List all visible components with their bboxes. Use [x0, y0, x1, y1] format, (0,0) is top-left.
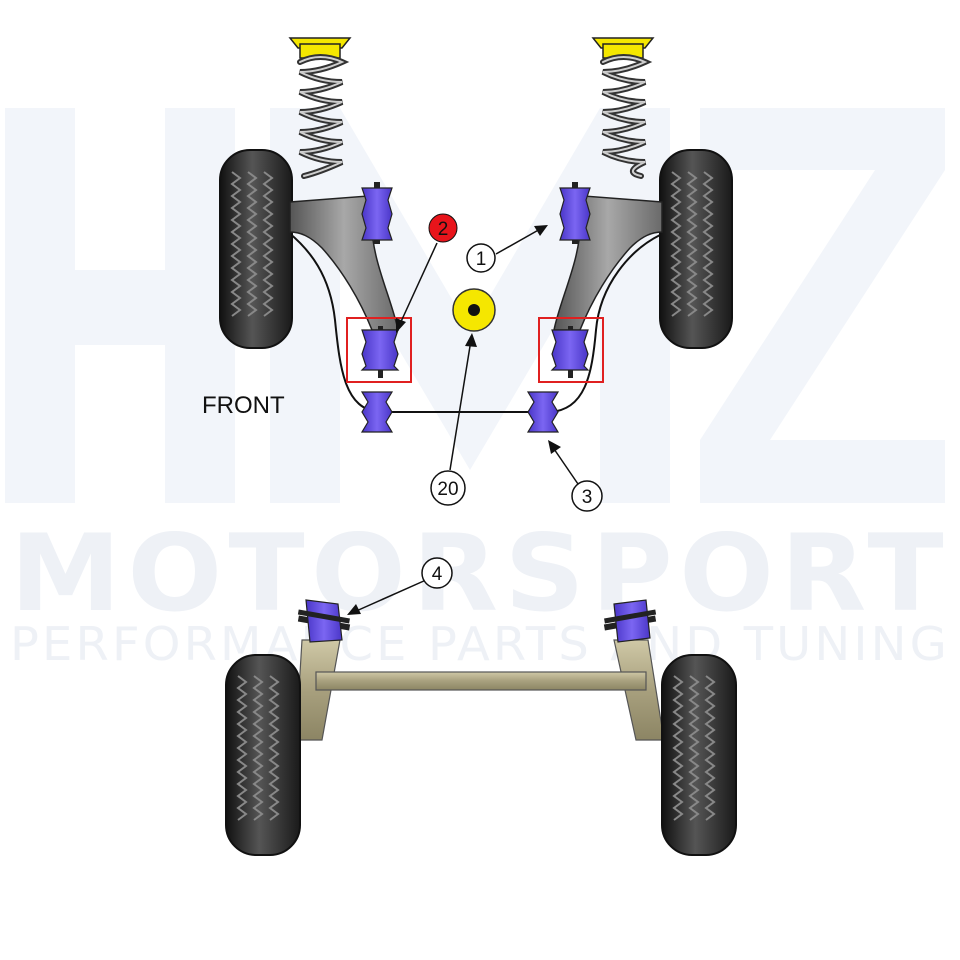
rear-left-tyre: [225, 654, 301, 856]
watermark: MOTORSPORT PERFORMANCE PARTS AND TUNING: [5, 108, 950, 671]
callout-1: 1: [466, 225, 548, 273]
callout-4: 4: [347, 557, 453, 615]
callout-2: 2: [396, 213, 458, 333]
callout-3: 3: [548, 440, 603, 512]
engine-mount-insert: [452, 288, 496, 332]
front-left-tyre: [219, 149, 293, 349]
callout-4-number: 4: [432, 564, 443, 585]
watermark-brand: MOTORSPORT: [10, 512, 950, 635]
callout-3-number: 3: [582, 487, 593, 508]
rear-left-beam-bush: [297, 599, 351, 643]
front-left-anti-roll-bar-bush: [360, 391, 394, 433]
front-right-wishbone-rear-bush: [538, 317, 604, 383]
front-right-anti-roll-bar-bush: [526, 391, 560, 433]
front-left-spring: [288, 37, 352, 179]
callout-2-number: 2: [438, 219, 449, 240]
rear-right-tyre: [661, 654, 737, 856]
watermark-tagline: PERFORMANCE PARTS AND TUNING: [10, 617, 950, 671]
front-right-spring: [591, 37, 655, 179]
callout-20: 20: [430, 333, 477, 506]
front-label: FRONT: [202, 392, 285, 419]
front-right-tyre: [659, 149, 733, 349]
front-anti-roll-bar: [287, 231, 661, 413]
front-right-wishbone-front-bush: [559, 182, 591, 244]
front-left-wishbone-rear-bush: [346, 317, 412, 383]
callout-1-number: 1: [476, 249, 487, 270]
rear-right-beam-bush: [603, 599, 657, 643]
rear-torsion-beam: [295, 639, 665, 741]
front-left-wishbone-front-bush: [361, 182, 393, 244]
callout-20-number: 20: [437, 479, 458, 500]
